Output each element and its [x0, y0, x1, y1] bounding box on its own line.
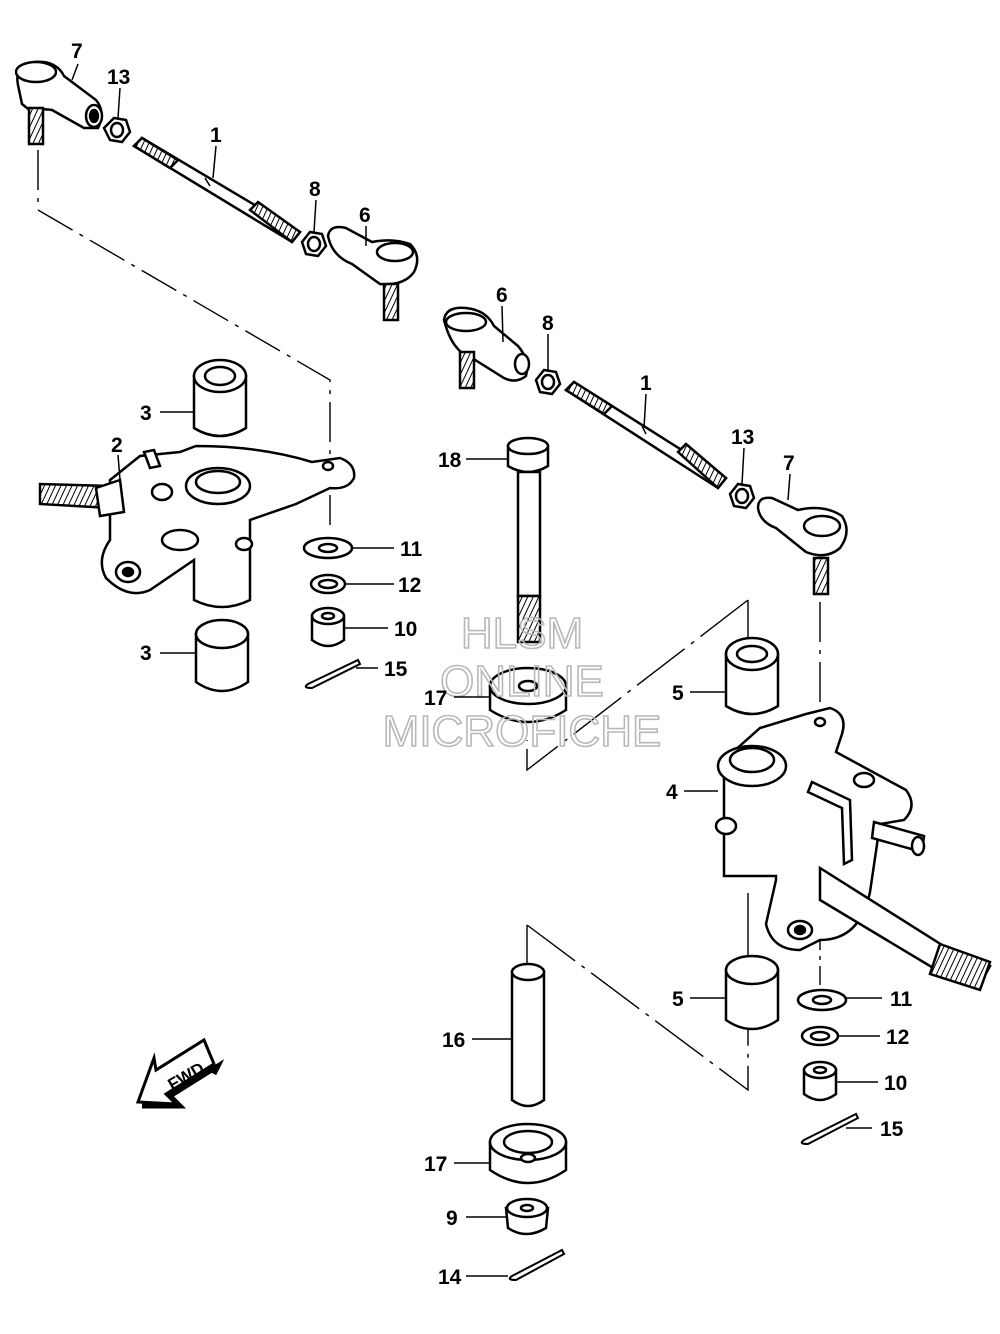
castle-nut-10-left [310, 606, 346, 648]
callout-3-upper: 3 [140, 402, 152, 425]
callout-8-upper: 8 [309, 178, 321, 201]
bushing-3-lower [194, 618, 250, 693]
callout-11-right: 11 [890, 988, 913, 1011]
washer-12-left [309, 573, 347, 595]
tie-rod-end-6-lower [442, 306, 531, 390]
callout-15-right: 15 [880, 1118, 904, 1141]
callout-12-right: 12 [886, 1026, 909, 1049]
callout-5-upper: 5 [672, 682, 684, 705]
callout-6-upper: 6 [359, 204, 371, 227]
bushing-5-upper [724, 636, 780, 716]
assembly-lines [37, 150, 821, 1092]
tie-rod-end-7-upper [14, 60, 104, 146]
washer-12-right [800, 1025, 840, 1047]
nut-13-lower [728, 482, 756, 510]
callout-9: 9 [446, 1207, 458, 1230]
steering-bracket-2 [38, 444, 356, 609]
callout-14: 14 [438, 1266, 462, 1289]
callout-4: 4 [666, 781, 678, 804]
nut-13-upper [102, 116, 132, 144]
cotter-pin-14 [508, 1248, 566, 1282]
callout-10-right: 10 [884, 1072, 907, 1095]
callout-11-left: 11 [400, 538, 423, 561]
bushing-3-upper [192, 358, 248, 438]
callout-18: 18 [438, 449, 462, 472]
watermark-line-1: HLSM [461, 609, 583, 658]
callout-7-lower: 7 [783, 452, 795, 475]
cotter-pin-15-left [304, 658, 362, 690]
steering-bracket-4 [714, 706, 992, 992]
callout-16: 16 [442, 1029, 465, 1052]
tie-rod-1-upper [131, 136, 302, 244]
tie-rod-end-6-upper [326, 225, 419, 322]
callout-3-lower: 3 [140, 642, 152, 665]
nut-8-lower [534, 368, 562, 396]
callout-5-lower: 5 [672, 988, 684, 1011]
callout-15-left: 15 [384, 658, 408, 681]
washer-11-left [302, 536, 354, 560]
watermark-line-3: MICROFICHE [383, 707, 662, 756]
callout-1-upper: 1 [210, 124, 222, 147]
leader-lines [71, 63, 882, 1277]
callout-13-lower: 13 [731, 426, 754, 449]
collar-17-lower [488, 1122, 568, 1185]
cotter-pin-15-right [800, 1112, 860, 1146]
spacer-16 [510, 962, 546, 1108]
tie-rod-end-7-lower [756, 496, 848, 596]
castle-nut-10-right [802, 1060, 838, 1102]
callout-7-upper: 7 [71, 40, 83, 63]
bushing-5-lower [724, 954, 780, 1031]
callout-6-lower: 6 [496, 284, 508, 307]
watermark: HLSM ONLINE MICROFICHE [382, 608, 662, 757]
nut-8-upper [300, 230, 328, 258]
callout-labels: 7 13 1 8 6 6 8 1 13 7 3 2 11 12 10 3 15 … [71, 40, 913, 1289]
collar-17-upper [488, 666, 568, 724]
callout-2: 2 [111, 434, 123, 457]
callout-8-lower: 8 [542, 312, 554, 335]
callout-12-left: 12 [398, 574, 421, 597]
watermark-line-2: ONLINE [440, 657, 604, 706]
nut-9 [504, 1197, 550, 1236]
tie-rod-1-lower [564, 380, 728, 490]
washer-11-right [796, 988, 848, 1012]
callout-17-lower: 17 [424, 1153, 447, 1176]
callout-13-upper: 13 [107, 66, 130, 89]
callout-10-left: 10 [394, 618, 417, 641]
callout-1-lower: 1 [640, 372, 652, 395]
callout-17-upper: 17 [424, 687, 447, 710]
bolt-18 [506, 436, 550, 644]
fwd-arrow: FWD [135, 1037, 225, 1109]
